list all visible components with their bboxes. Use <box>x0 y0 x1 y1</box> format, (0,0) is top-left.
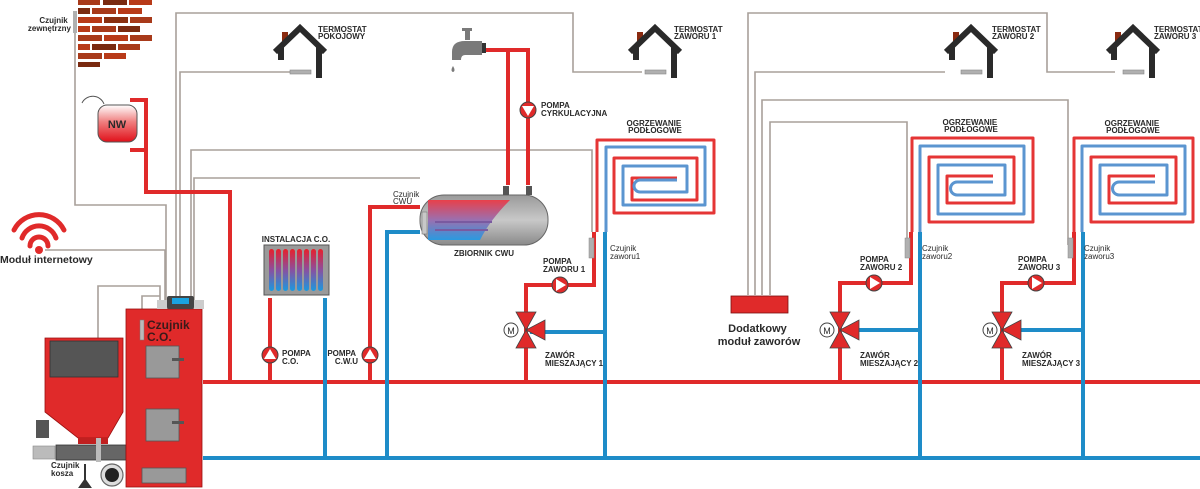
ch-pump: POMPA C.O. <box>261 346 313 366</box>
expansion-vessel-label: NW <box>108 119 127 131</box>
mixing-valve-1: M ZAWÓR MIESZAJĄCY 1 <box>503 311 604 368</box>
svg-text:POMPA CYRKULACYJNA: POMPA CYRKULACYJNA <box>541 101 607 118</box>
svg-text:M: M <box>823 326 831 336</box>
ch-installation-label: INSTALACJA C.O. <box>262 235 330 244</box>
svg-text:Czujnik zaworu1: Czujnik zaworu1 <box>610 244 641 261</box>
floor-heating-2: OGRZEWANIE PODŁOGOWE <box>910 118 1035 232</box>
svg-text:ZAWÓR MIESZAJĄCY 1: ZAWÓR MIESZAJĄCY 1 <box>545 351 604 368</box>
valve-sensor-2: Czujnik zaworu2 <box>904 237 953 261</box>
floor-heating-2-label: OGRZEWANIE PODŁOGOWE <box>943 118 1000 134</box>
floor-heating-1: OGRZEWANIE PODŁOGOWE <box>595 119 716 232</box>
floor-heating-1-label: OGRZEWANIE PODŁOGOWE <box>627 119 684 135</box>
outdoor-sensor-label: Czujnik zewnętrzny <box>28 16 72 33</box>
boiler: Czujnik C.O. <box>125 296 204 488</box>
svg-text:Czujnik zaworu2: Czujnik zaworu2 <box>922 244 953 261</box>
svg-text:POMPA C.O.: POMPA C.O. <box>282 349 313 366</box>
dhw-tank-label: ZBIORNIK CWU <box>454 249 514 258</box>
valve-sensor-1: Czujnik zaworu1 <box>588 237 641 261</box>
mixing-valve-2: M ZAWÓR MIESZAJĄCY 2 <box>819 311 919 368</box>
valve-thermostat-2: TERMOSTAT ZAWORU 2 <box>943 23 1043 78</box>
wifi-icon <box>11 212 67 254</box>
valve-thermostat-3: TERMOSTAT ZAWORU 3 <box>1105 23 1200 78</box>
valve-pump-2: POMPA ZAWORU 2 <box>860 255 903 292</box>
valve-pump-3: POMPA ZAWORU 3 <box>1018 255 1061 292</box>
dhw-tank: ZBIORNIK CWU <box>419 186 549 258</box>
brick-wall <box>78 0 152 67</box>
expansion-vessel: NW <box>81 95 138 143</box>
svg-text:M: M <box>986 326 994 336</box>
svg-text:POMPA ZAWORU 1: POMPA ZAWORU 1 <box>543 257 586 274</box>
internet-module-label: Moduł internetowy <box>0 254 93 266</box>
controller-screen <box>172 298 189 304</box>
valve-thermostat-3-label: TERMOSTAT ZAWORU 3 <box>1154 25 1200 41</box>
svg-text:Czujnik zaworu3: Czujnik zaworu3 <box>1084 244 1115 261</box>
room-thermostat: TERMOSTAT POKOJOWY <box>272 23 369 78</box>
svg-text:Dodatkowy moduł zaworów: Dodatkowy moduł zaworów <box>718 323 801 348</box>
radiator: INSTALACJA C.O. <box>262 235 330 296</box>
extra-valve-module: Dodatkowy moduł zaworów <box>718 295 801 348</box>
valve-sensor-3: Czujnik zaworu3 <box>1067 237 1115 261</box>
svg-text:POMPA ZAWORU 2: POMPA ZAWORU 2 <box>860 255 903 272</box>
svg-text:ZAWÓR MIESZAJĄCY 3: ZAWÓR MIESZAJĄCY 3 <box>1022 351 1081 368</box>
svg-text:ZAWÓR MIESZAJĄCY 2: ZAWÓR MIESZAJĄCY 2 <box>860 351 919 368</box>
svg-text:POMPA ZAWORU 3: POMPA ZAWORU 3 <box>1018 255 1061 272</box>
floor-heating-3: OGRZEWANIE PODŁOGOWE <box>1072 119 1195 232</box>
boiler-sensor-label: Czujnik C.O. <box>147 318 193 344</box>
room-thermostat-label: TERMOSTAT POKOJOWY <box>318 25 369 41</box>
circulation-pump: POMPA CYRKULACYJNA <box>519 101 607 119</box>
hopper-sensor-label: Czujnik kosza <box>51 461 82 478</box>
floor-heating-3-label: OGRZEWANIE PODŁOGOWE <box>1105 119 1162 135</box>
control-wires <box>45 12 1115 460</box>
dhw-pump: POMPA C.W.U <box>327 346 379 366</box>
valve-thermostat-2-label: TERMOSTAT ZAWORU 2 <box>992 25 1043 41</box>
fuel-hopper: Czujnik kosza <box>32 337 127 488</box>
dhw-sensor-label: Czujnik CWU <box>393 190 421 206</box>
valve-thermostat-1: TERMOSTAT ZAWORU 1 <box>627 23 725 78</box>
valve-pump-1: POMPA ZAWORU 1 <box>543 257 586 294</box>
outdoor-sensor-icon <box>73 11 77 33</box>
mixing-valve-3: M ZAWÓR MIESZAJĄCY 3 <box>982 311 1081 368</box>
water-tap-icon <box>451 28 486 72</box>
valve-thermostat-1-label: TERMOSTAT ZAWORU 1 <box>674 25 725 41</box>
svg-text:POMPA C.W.U: POMPA C.W.U <box>327 349 358 366</box>
svg-text:M: M <box>507 326 515 336</box>
